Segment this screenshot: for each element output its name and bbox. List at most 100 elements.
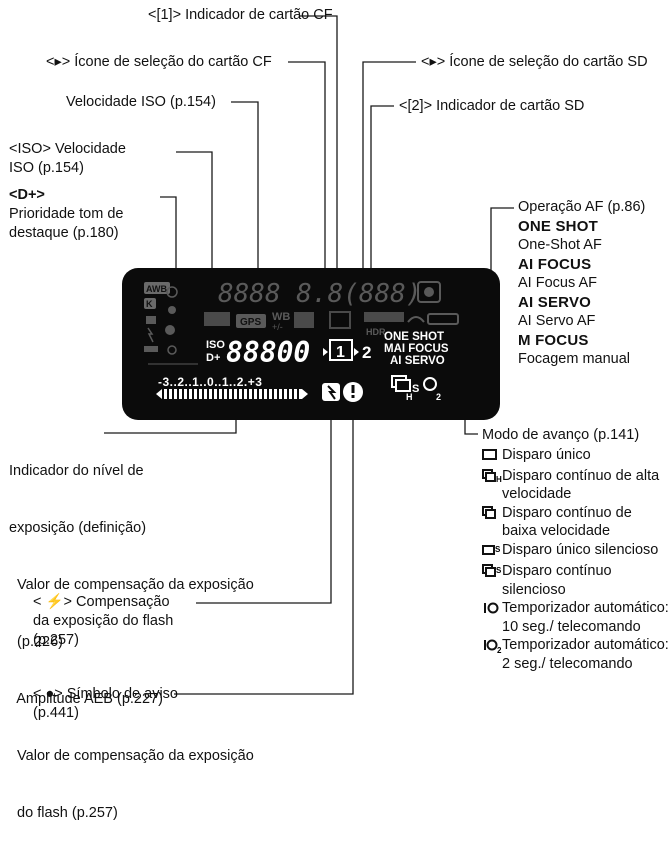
af-ai-focus-name: AI FOCUS <box>518 256 592 273</box>
metering-icon <box>417 281 441 303</box>
drive-item-timer-2: 2 Temporizador automático: 2 seg./ telec… <box>482 636 668 673</box>
silent-single-icon: S <box>482 543 502 563</box>
exposure-level-line2: exposição (definição) <box>9 520 147 536</box>
low-speed-continuous-icon <box>482 505 502 541</box>
af-m-focus-name: M FOCUS <box>518 332 589 349</box>
sd-select-arrow <box>354 348 359 356</box>
lcd-iso-label: ISO <box>206 339 225 351</box>
exposure-level-line3: Valor de compensação da exposição <box>9 577 254 593</box>
drive-item-high-speed-text: Disparo contínuo de alta velocidade <box>502 467 660 503</box>
drive-mode-title: Modo de avanço (p.141) <box>482 427 640 443</box>
af-one-shot-desc: One-Shot AF <box>518 237 602 253</box>
dplus-line2: Prioridade tom de <box>9 206 124 222</box>
cf-card-number: 1 <box>336 344 345 361</box>
picture-style-icon <box>294 312 314 328</box>
lcd-af-one-shot: ONE SHOT <box>384 331 444 343</box>
custom-wb-icon <box>167 345 177 355</box>
cf-select-arrow <box>323 348 328 356</box>
kelvin-label: K <box>146 299 153 309</box>
exposure-level-line5: Amplitude AEB (p.227) <box>9 691 163 707</box>
exposure-level-line7: do flash (p.257) <box>9 805 118 821</box>
drive-item-silent-continuous-text: Disparo contínuo silencioso <box>502 563 612 598</box>
drive-item-timer-10: Temporizador automático: 10 seg./ teleco… <box>482 599 668 636</box>
flash-comp-line2: da exposição do flash <box>33 613 174 629</box>
af-title: Operação AF (p.86) <box>518 199 646 215</box>
exposure-bars <box>164 389 302 399</box>
af-m-focus-desc: Focagem manual <box>518 351 631 367</box>
cloudy-icon <box>146 316 156 324</box>
drive-item-single-text: Disparo único <box>502 447 591 463</box>
lcd-dplus: D+ <box>206 352 220 364</box>
iso-icon-line2: ISO (p.154) <box>9 160 84 176</box>
cf-card-indicator-label: <[1]> Indicador de cartão CF <box>148 7 333 23</box>
sd-select-icon-label: <▸> Ícone de seleção do cartão SD <box>421 54 648 70</box>
af-ai-servo-desc: AI Servo AF <box>518 313 596 329</box>
flash-comp-line3: (p.257) <box>33 632 79 648</box>
flash-wb-icon <box>147 327 154 343</box>
svg-text:H: H <box>406 392 413 402</box>
warning-line2: (p.441) <box>33 705 79 721</box>
battery-icon <box>427 313 459 325</box>
lcd-af-ai-focus: MAI FOCUS <box>384 343 449 355</box>
gps-icon <box>236 314 266 328</box>
sd-card-number: 2 <box>362 343 371 362</box>
awb-icon <box>144 282 170 294</box>
svg-text:H: H <box>496 475 502 483</box>
lcd-iso-digits: 88800 <box>226 336 310 369</box>
warning-line1: < ●> Símbolo de aviso <box>33 686 178 702</box>
iso-icon-line1: <ISO> Velocidade <box>9 141 126 157</box>
wb-label: WB <box>272 311 290 323</box>
self-timer-2s-icon: 2 <box>482 638 502 673</box>
silent-continuous-icon: S <box>482 564 502 599</box>
multishot-nr-icon <box>204 312 230 326</box>
drive-item-timer-2-text: Temporizador automático: 2 seg./ telecom… <box>502 637 668 672</box>
flash-comp-block: < ⚡> Compensação da exposição do flash (… <box>33 593 173 650</box>
svg-text:2: 2 <box>436 392 441 402</box>
drive-item-silent-single-text: Disparo único silencioso <box>502 541 659 558</box>
dplus-line3: destaque (p.180) <box>9 225 119 241</box>
bracket-icon <box>329 311 351 329</box>
tungsten-icon <box>165 325 175 335</box>
flash-comp-line1: < ⚡> Compensação <box>33 594 170 610</box>
svg-text:2: 2 <box>497 646 502 654</box>
drive-item-low-speed-text: Disparo contínuo de baixa velocidade <box>502 504 632 540</box>
awb-label: AWB <box>146 284 167 294</box>
svg-text:+/-: +/- <box>272 322 283 332</box>
cf-card-box <box>329 339 353 361</box>
leader-lines <box>104 15 514 695</box>
dplus-label: <D+> Prioridade tom de destaque (p.180) <box>9 186 123 243</box>
svg-text:S: S <box>412 383 419 395</box>
dplus-line1: <D+> <box>9 187 45 203</box>
hdr-label: HDR <box>366 327 386 337</box>
drive-item-high-speed: H Disparo contínuo de alta velocidade <box>482 467 668 504</box>
gps-label: GPS <box>240 317 261 328</box>
fluorescent-icon <box>144 346 158 352</box>
drive-item-single: Disparo único <box>482 446 668 467</box>
drive-mode-list: Disparo único H Disparo contínuo de alta… <box>482 446 668 673</box>
iso-icon-label: <ISO> Velocidade ISO (p.154) <box>9 140 126 178</box>
loop-icon <box>407 316 425 323</box>
top-digits: 8888 8.8(888) <box>218 279 422 309</box>
lcd-panel: AWB K 8888 8.8(888) GPS WB +/- HDR ISO D… <box>122 268 500 420</box>
exposure-level-line6: Valor de compensação da exposição <box>9 748 254 764</box>
exposure-level-line1: Indicador do nível de <box>9 463 144 479</box>
svg-text:S: S <box>495 545 501 554</box>
iso-speed-label: Velocidade ISO (p.154) <box>66 94 216 110</box>
high-speed-continuous-icon: H <box>482 468 502 504</box>
exposure-scale: -3..2..1..0..1..2.+3 <box>158 375 262 389</box>
warning-block: < ●> Símbolo de aviso (p.441) <box>33 685 178 723</box>
hdr-icon <box>364 312 404 322</box>
exposure-level-line4: (p.226) <box>9 634 63 650</box>
single-shot-icon <box>482 448 502 467</box>
kelvin-icon <box>144 298 156 309</box>
af-operation-block: Operação AF (p.86) ONE SHOT One-Shot AF … <box>518 198 645 369</box>
cf-select-icon-label: <▸> Ícone de seleção do cartão CF <box>46 54 272 70</box>
af-ai-focus-desc: AI Focus AF <box>518 275 597 291</box>
lcd-af-ai-servo: AI SERVO <box>390 355 445 367</box>
svg-text:S: S <box>496 566 502 575</box>
lcd-self-timer-icon <box>423 377 437 391</box>
self-timer-10s-icon <box>482 601 502 636</box>
drive-item-silent-continuous: S Disparo contínuo silencioso <box>482 562 668 599</box>
sd-card-indicator-label: <[2]> Indicador de cartão SD <box>399 98 585 114</box>
drive-item-low-speed: Disparo contínuo de baixa velocidade <box>482 504 668 541</box>
